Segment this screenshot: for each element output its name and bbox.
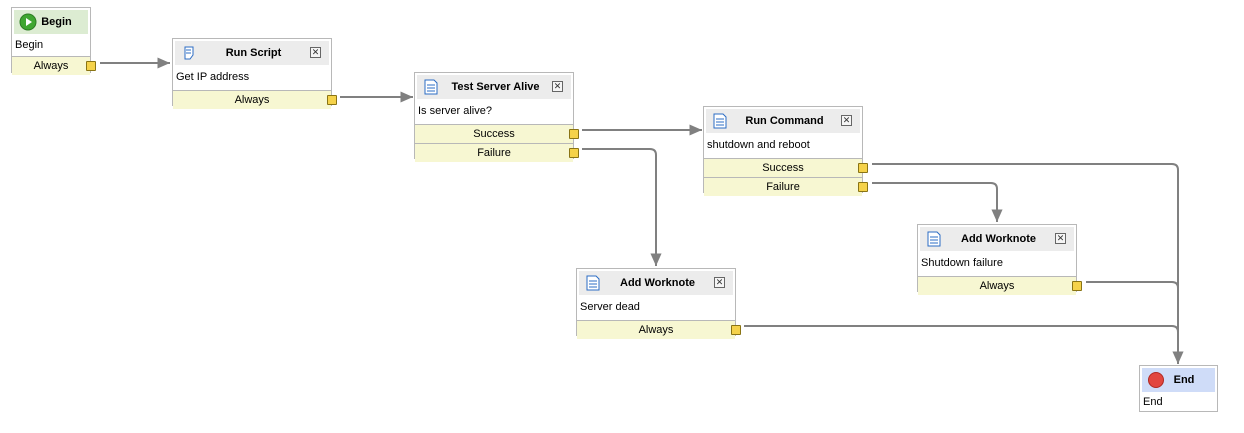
end-node-header[interactable]: End <box>1142 368 1215 392</box>
node-description: Is server alive? <box>418 105 492 117</box>
output-port[interactable] <box>858 163 868 173</box>
node-title: Begin <box>41 16 72 28</box>
test-server-alive-node[interactable]: Test Server Alive ✕ Is server alive? Suc… <box>414 72 579 162</box>
condition-label: Always <box>638 324 674 336</box>
output-port[interactable] <box>327 95 337 105</box>
connector-run-command-failure-to-worknote-shutdown[interactable] <box>872 182 1003 222</box>
condition-label: Failure <box>766 181 800 193</box>
run-command-node-header[interactable]: Run Command ✕ <box>706 109 860 133</box>
output-port[interactable] <box>1072 281 1082 291</box>
node-description: End <box>1143 396 1163 408</box>
node-title: Run Script <box>225 47 282 59</box>
begin-node-header[interactable]: Begin <box>14 10 88 34</box>
node-description: Shutdown failure <box>921 257 1003 269</box>
end-node[interactable]: End End <box>1139 365 1218 412</box>
document-icon <box>709 110 731 132</box>
close-icon[interactable]: ✕ <box>714 277 725 288</box>
node-description: shutdown and reboot <box>707 139 810 151</box>
test-server-node-header[interactable]: Test Server Alive ✕ <box>417 75 571 99</box>
connector-run-command-success-to-end[interactable] <box>872 163 1184 364</box>
script-icon <box>178 42 200 64</box>
condition-always[interactable]: Always <box>918 276 1082 295</box>
output-port[interactable] <box>858 182 868 192</box>
output-port[interactable] <box>569 129 579 139</box>
close-icon[interactable]: ✕ <box>310 47 321 58</box>
stop-icon <box>1145 369 1167 391</box>
condition-success[interactable]: Success <box>704 158 868 177</box>
connector-worknote-dead-to-end[interactable] <box>744 325 1179 340</box>
run-command-node[interactable]: Run Command ✕ shutdown and reboot Succes… <box>703 106 868 196</box>
condition-label: Always <box>979 280 1015 292</box>
output-port[interactable] <box>86 61 96 71</box>
node-description: Get IP address <box>176 71 250 83</box>
close-icon[interactable]: ✕ <box>841 115 852 126</box>
begin-node[interactable]: Begin Begin Always <box>11 7 96 75</box>
node-description: Server dead <box>580 301 640 313</box>
condition-always[interactable]: Always <box>12 56 96 75</box>
condition-success[interactable]: Success <box>415 124 579 143</box>
condition-always[interactable]: Always <box>173 90 337 109</box>
run-script-node[interactable]: Run Script ✕ Get IP address Always <box>172 38 337 109</box>
worknote-dead-node-header[interactable]: Add Worknote ✕ <box>579 271 733 295</box>
node-title: Add Worknote <box>620 277 695 289</box>
connector-test-failure-to-worknote-dead[interactable] <box>582 148 662 266</box>
add-worknote-dead-node[interactable]: Add Worknote ✕ Server dead Always <box>576 268 741 339</box>
node-title: Test Server Alive <box>451 81 540 93</box>
document-icon <box>582 272 604 294</box>
node-title: Run Command <box>745 115 824 127</box>
condition-always[interactable]: Always <box>577 320 741 339</box>
condition-label: Failure <box>477 147 511 159</box>
node-description: Begin <box>15 39 44 51</box>
document-icon <box>420 76 442 98</box>
condition-failure[interactable]: Failure <box>415 143 579 162</box>
close-icon[interactable]: ✕ <box>1055 233 1066 244</box>
play-icon <box>17 11 39 33</box>
output-port[interactable] <box>731 325 741 335</box>
connector-worknote-shutdown-to-end[interactable] <box>1086 281 1179 300</box>
document-icon <box>923 228 945 250</box>
close-icon[interactable]: ✕ <box>552 81 563 92</box>
worknote-shutdown-node-header[interactable]: Add Worknote ✕ <box>920 227 1074 251</box>
condition-label: Success <box>473 128 515 140</box>
condition-label: Always <box>33 60 69 72</box>
condition-label: Always <box>234 94 270 106</box>
node-title: End <box>1173 374 1195 386</box>
run-script-node-header[interactable]: Run Script ✕ <box>175 41 329 65</box>
add-worknote-shutdown-node[interactable]: Add Worknote ✕ Shutdown failure Always <box>917 224 1082 295</box>
condition-failure[interactable]: Failure <box>704 177 868 196</box>
node-title: Add Worknote <box>961 233 1036 245</box>
output-port[interactable] <box>569 148 579 158</box>
condition-label: Success <box>762 162 804 174</box>
